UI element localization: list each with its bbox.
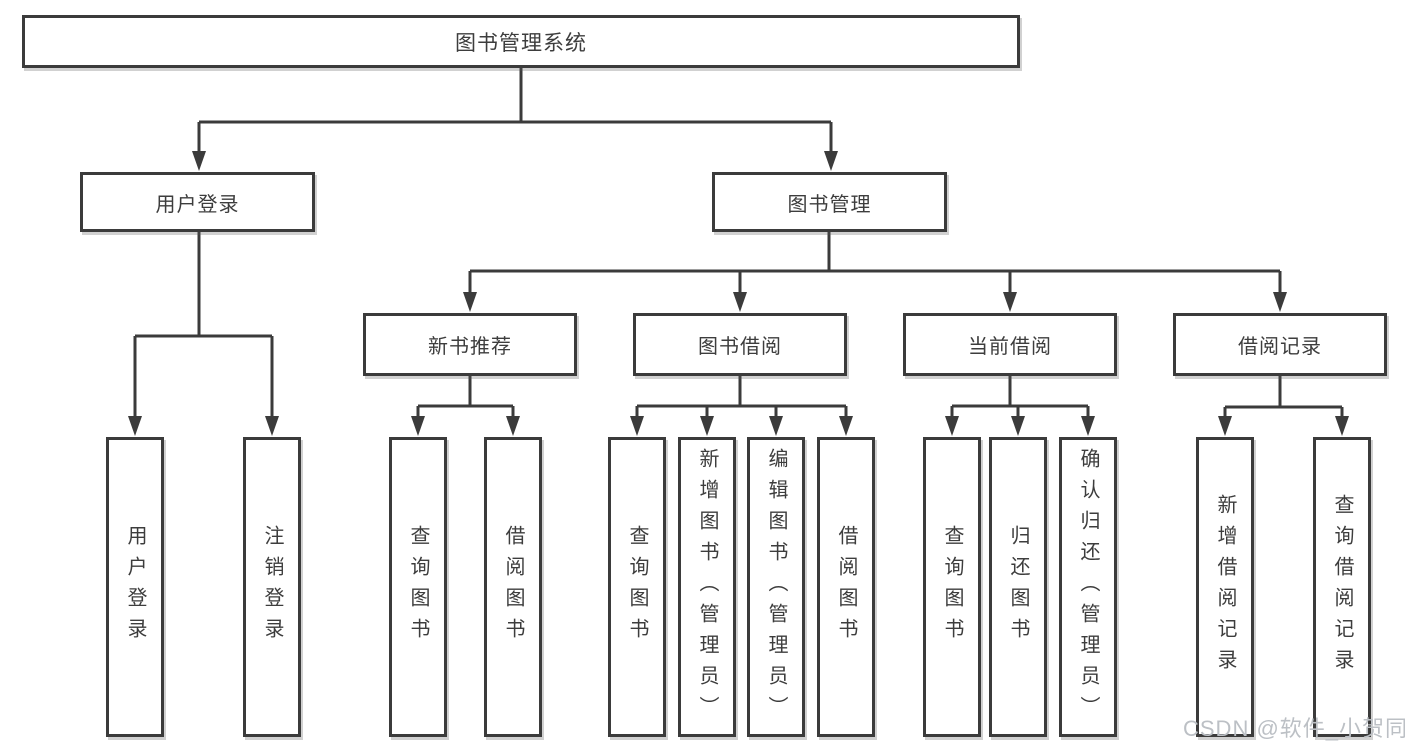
leaf-confirm-return-admin: 确认归还（管理员）	[1059, 437, 1117, 737]
node-label: 新增图书（管理员）	[696, 447, 718, 727]
csdn-watermark: CSDN @软件_小贺同学	[1183, 716, 1405, 741]
node-label: 图书借阅	[698, 336, 782, 358]
arrowheads	[128, 151, 1349, 436]
node-label: 新增借阅记录	[1214, 494, 1236, 680]
node-label: 查询借阅记录	[1331, 494, 1353, 680]
node-label: 图书管理	[787, 193, 872, 216]
node-root-system: 图书管理系统	[22, 15, 1020, 68]
leaf-borrow-books-recommend: 借阅图书	[484, 437, 542, 737]
node-label: 注销登录	[261, 525, 283, 649]
leaf-query-books-borrow: 查询图书	[608, 437, 666, 737]
node-label: 编辑图书（管理员）	[765, 447, 787, 727]
node-label: 用户登录	[124, 525, 146, 649]
node-borrowing-records: 借阅记录	[1173, 313, 1387, 376]
node-book-management: 图书管理	[712, 172, 947, 232]
leaf-query-books-recommend: 查询图书	[389, 437, 447, 737]
leaf-add-book-admin: 新增图书（管理员）	[678, 437, 736, 737]
node-label: 查询图书	[941, 525, 963, 649]
leaf-user-login: 用户登录	[106, 437, 164, 737]
node-new-book-recommend: 新书推荐	[363, 313, 577, 376]
leaf-logout: 注销登录	[243, 437, 301, 737]
node-label: 归还图书	[1007, 525, 1029, 649]
node-label: 借阅图书	[502, 525, 524, 649]
leaf-query-borrow-record: 查询借阅记录	[1313, 437, 1371, 737]
node-label: 借阅图书	[835, 525, 857, 649]
node-book-borrowing: 图书借阅	[633, 313, 847, 376]
node-label: 借阅记录	[1238, 336, 1322, 358]
leaf-add-borrow-record: 新增借阅记录	[1196, 437, 1254, 737]
node-label: 图书管理系统	[455, 31, 587, 55]
node-label: 当前借阅	[968, 336, 1052, 358]
node-label: 查询图书	[407, 525, 429, 649]
node-label: 确认归还（管理员）	[1077, 447, 1099, 727]
node-label: 查询图书	[626, 525, 648, 649]
leaf-return-book: 归还图书	[989, 437, 1047, 737]
leaf-borrow-books: 借阅图书	[817, 437, 875, 737]
node-current-borrowing: 当前借阅	[903, 313, 1117, 376]
node-label: 用户登录	[155, 193, 240, 216]
node-label: 新书推荐	[428, 336, 512, 358]
leaf-edit-book-admin: 编辑图书（管理员）	[747, 437, 805, 737]
leaf-query-books-current: 查询图书	[923, 437, 981, 737]
node-user-login: 用户登录	[80, 172, 315, 232]
